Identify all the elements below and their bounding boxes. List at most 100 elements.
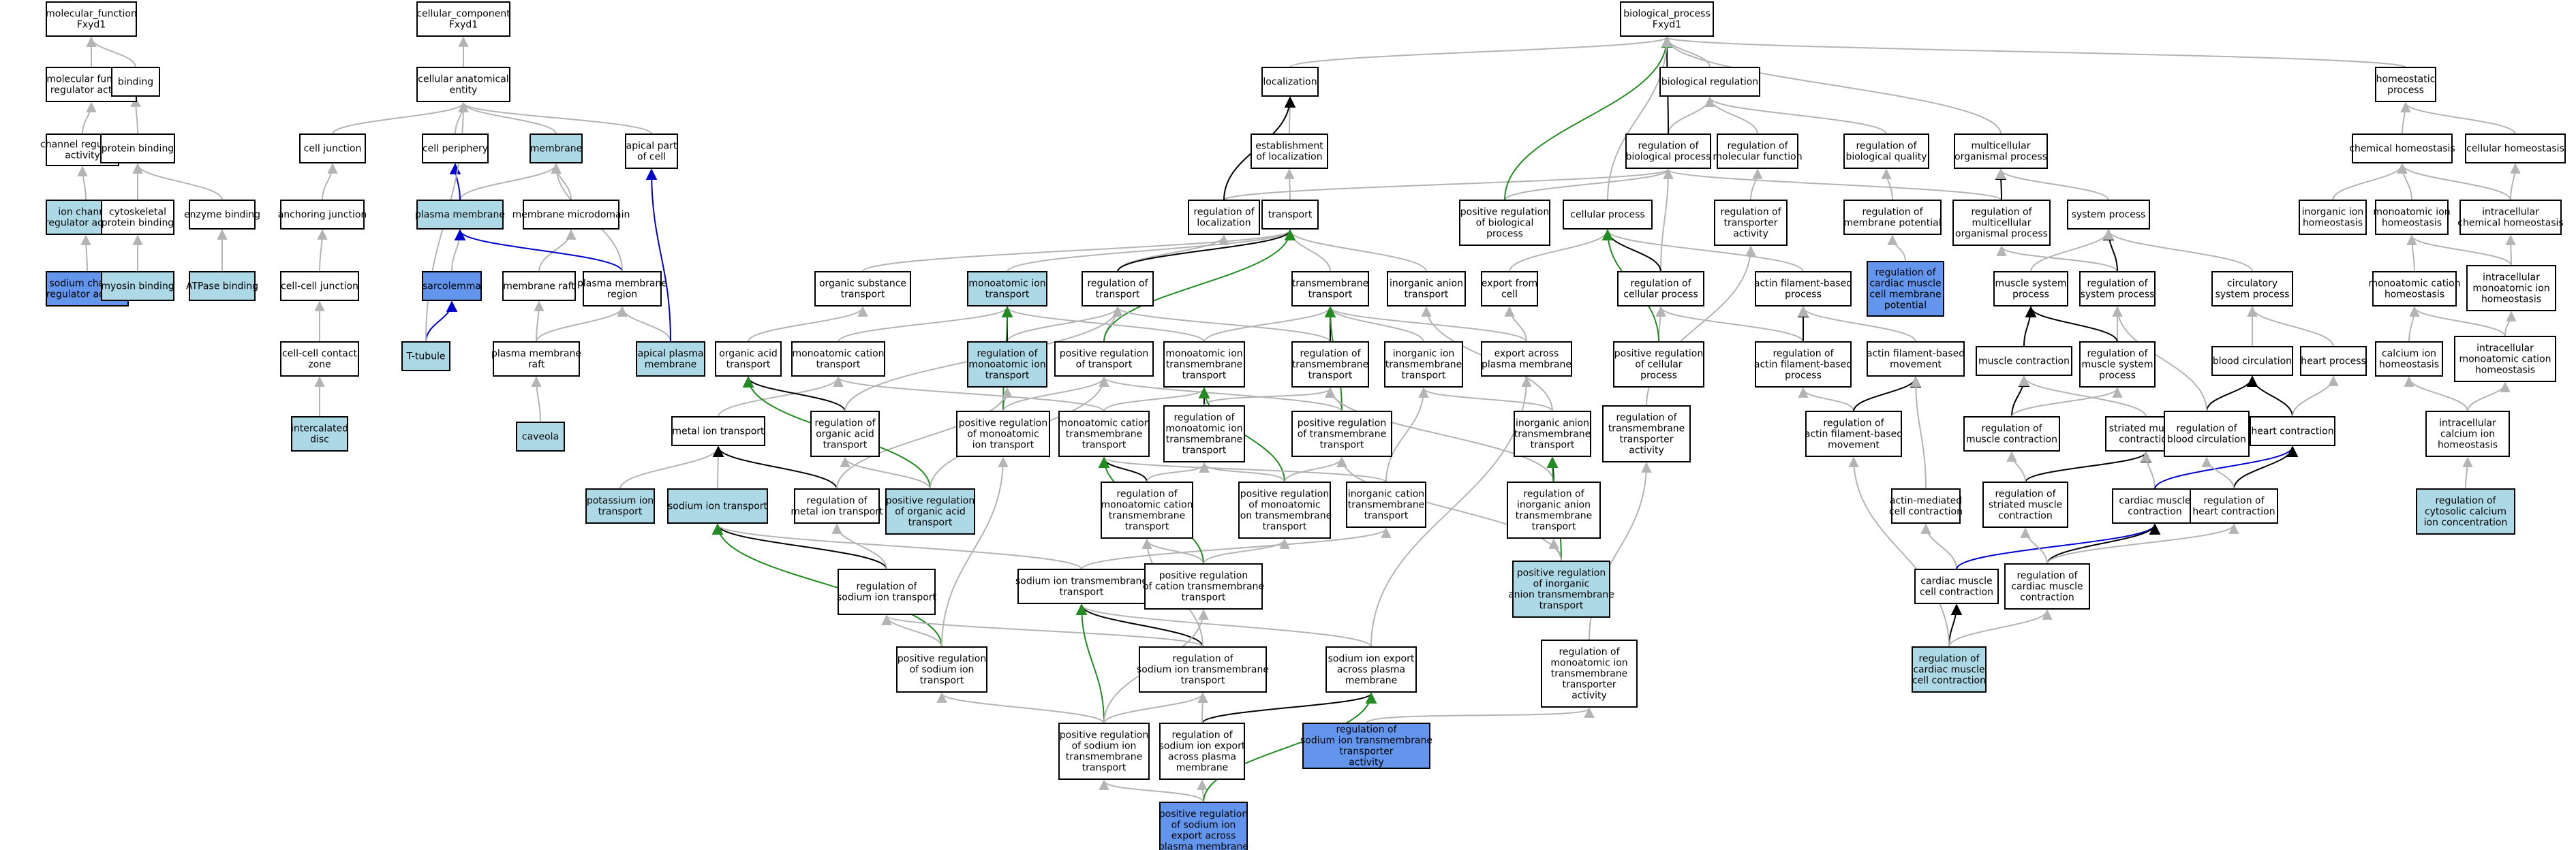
go-term-heartproc[interactable]: heart process <box>2300 346 2367 376</box>
go-term-celljunc[interactable]: cell junction <box>299 133 366 163</box>
go-term-na[interactable]: sodium ion transport <box>667 488 768 524</box>
go-term-plasmamem[interactable]: plasma membrane <box>415 200 505 230</box>
go-term-cellper[interactable]: cell periphery <box>422 133 489 163</box>
go-term-cellproc[interactable]: cellular process <box>1563 200 1653 230</box>
go-term-enzbind[interactable]: enzyme binding <box>184 200 260 230</box>
go-term-sysproc[interactable]: system process <box>2067 200 2150 230</box>
go-term-musclecontr[interactable]: muscle contraction <box>1976 346 2072 376</box>
go-term-myosin[interactable]: myosin binding <box>101 271 174 301</box>
go-term-membrane[interactable]: membrane <box>530 133 583 163</box>
go-term-memmicro[interactable]: membrane microdomain <box>512 200 630 230</box>
go-term-cellhomeo[interactable]: cellular homeostasis <box>2465 133 2566 163</box>
go-term-ccjunc[interactable]: cell-cell junction <box>280 271 359 301</box>
go-term-regtmtact[interactable]: regulation oftransmembranetransporteract… <box>1602 405 1691 462</box>
go-term-caveola[interactable]: caveola <box>516 422 565 452</box>
go-term-binding[interactable]: binding <box>111 67 160 97</box>
go-term-bioreg[interactable]: biological regulation <box>1659 67 1760 97</box>
go-term-bloodcirc[interactable]: blood circulation <box>2211 346 2293 376</box>
go-term-localization[interactable]: localization <box>1261 67 1319 97</box>
go-term-memraft[interactable]: membrane raft <box>502 271 576 301</box>
go-term-metaliontr[interactable]: metal ion transport <box>671 416 765 446</box>
go-term-ttubule[interactable]: T-tubule <box>401 341 450 371</box>
go-term-transport[interactable]: transport <box>1261 200 1319 230</box>
go-term-protbind[interactable]: protein binding <box>100 133 175 163</box>
go-term-heartcontr[interactable]: heart contraction <box>2250 416 2335 446</box>
